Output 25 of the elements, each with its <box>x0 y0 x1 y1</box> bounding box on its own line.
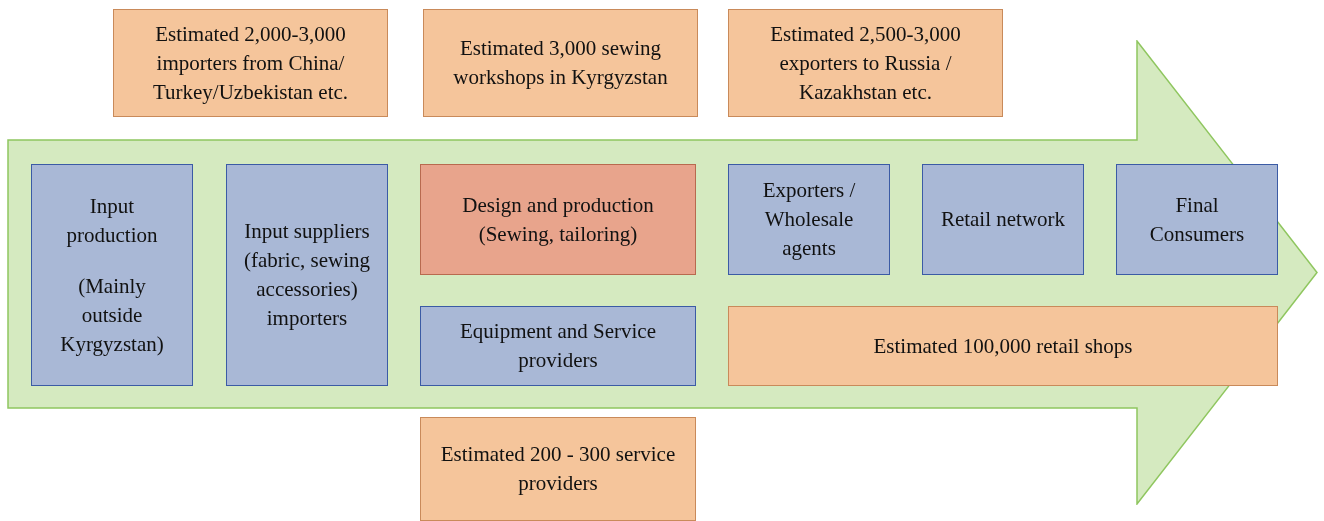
box-label: Estimated 200 - 300 service providers <box>439 441 677 497</box>
stage-box <box>420 306 696 386</box>
stage-box <box>31 164 193 386</box>
box-label: Input production <box>65 192 159 249</box>
estimate-box <box>113 9 388 117</box>
box-label: Retail network <box>940 206 1066 233</box>
estimate-box <box>420 417 696 521</box>
box-label: Estimated 2,000-3,000 importers from China/ Turkey/Uzbekistan etc. <box>151 20 350 106</box>
box-label: Design and production (Sewing, tailoring) <box>461 191 655 248</box>
stage-box <box>420 164 696 275</box>
box-label: (Mainly outside Kyrgyzstan) <box>59 272 165 358</box>
box-label: Estimated 3,000 sewing workshops in Kyrgyzstan <box>452 35 669 91</box>
stage-box <box>226 164 388 386</box>
box-label: Estimated 100,000 retail shops <box>873 332 1133 360</box>
stage-box <box>922 164 1084 275</box>
stage-box <box>728 164 890 275</box>
box-label: Equipment and Service providers <box>459 318 657 374</box>
box-label: Final Consumers <box>1148 191 1246 248</box>
stage-box <box>1116 164 1278 275</box>
estimate-box <box>728 306 1278 386</box>
box-label: Input suppliers (fabric, sewing accessories) importers <box>243 218 371 332</box>
estimate-box <box>423 9 698 117</box>
box-label: Exporters / Wholesale agents <box>761 177 857 262</box>
estimate-box <box>728 9 1003 117</box>
box-label: Estimated 2,500-3,000 exporters to Russia / Kazakhstan etc. <box>769 20 962 106</box>
